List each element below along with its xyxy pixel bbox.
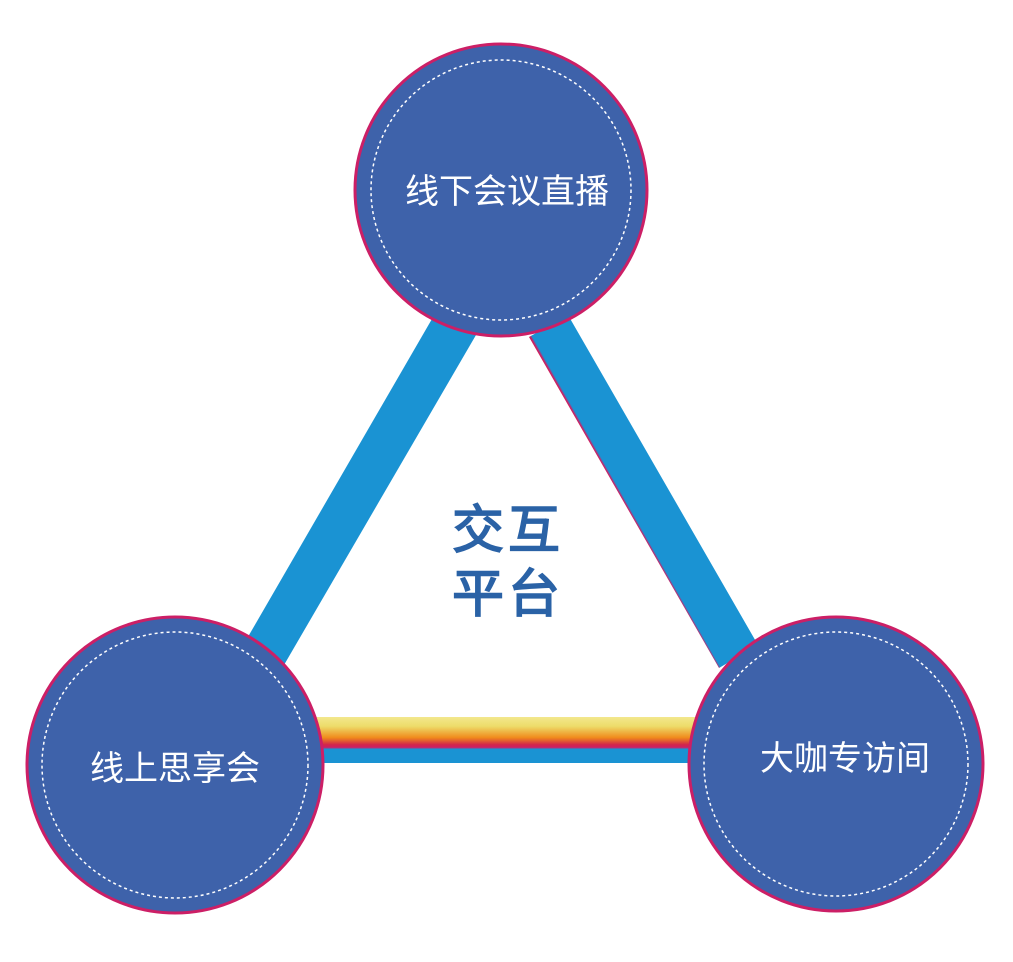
node-left-circle [25,615,325,915]
edge-right [529,315,758,668]
node-right-dashed-ring [703,631,969,897]
node-top-dashed-ring [370,59,632,321]
center-label-line2: 平台 [452,565,564,625]
node-right: 大咖专访间 [687,615,985,913]
node-left-label: 线上思享会 [90,749,260,789]
node-top-label: 线下会议直播 [405,172,609,212]
node-left: 线上思享会 [25,615,325,915]
center-label-line1: 交互 [452,501,564,561]
node-left-dashed-ring [41,631,309,899]
edge-bottom [305,717,700,763]
node-right-circle [687,615,985,913]
node-top-circle [353,42,649,338]
node-top: 线下会议直播 [353,42,649,338]
node-right-label: 大咖专访间 [760,739,930,779]
edge-left [245,312,476,665]
